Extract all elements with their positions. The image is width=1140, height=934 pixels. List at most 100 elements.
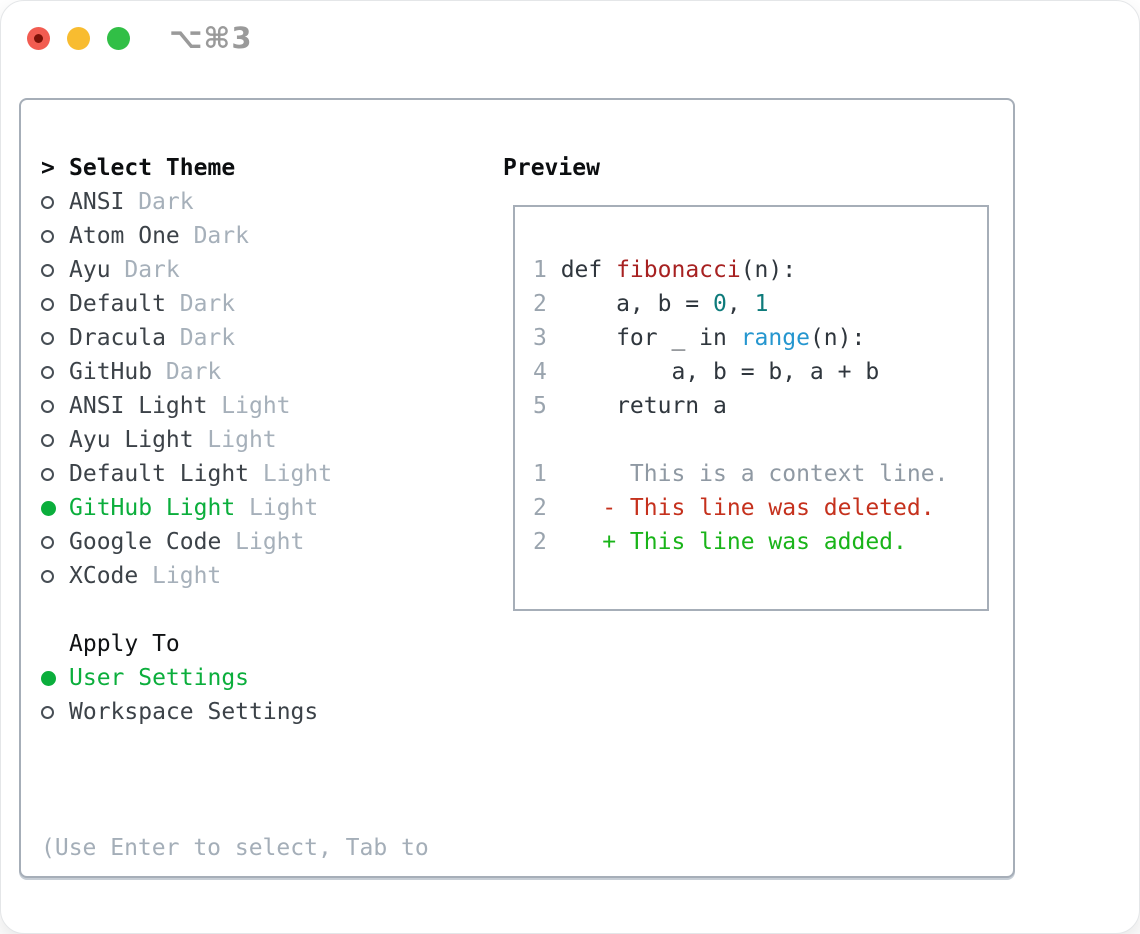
radio-unselected-icon — [41, 399, 54, 413]
item-label: GitHub Light — [69, 495, 236, 521]
apply-to-title: Apply To — [69, 631, 180, 657]
close-button[interactable] — [27, 26, 50, 50]
titlebar: ⌥⌘3 — [1, 1, 1139, 75]
item-variant-tag: Dark — [138, 189, 194, 215]
code-line: 5 return a — [533, 389, 987, 423]
select-theme-title: Select Theme — [69, 155, 236, 181]
item-label: XCode — [69, 563, 139, 589]
line-number: 2 — [533, 495, 547, 521]
radio-marker — [41, 195, 69, 209]
item-label: Default — [69, 291, 166, 317]
code-segment-code: (n): — [809, 325, 866, 351]
code-segment-code: def — [560, 257, 617, 283]
code-line — [533, 423, 987, 457]
theme-item-default[interactable]: Default Dark — [41, 287, 429, 321]
radio-unselected-icon — [41, 433, 54, 447]
code-segment-code: (n): — [740, 257, 797, 283]
radio-unselected-icon — [41, 535, 54, 549]
radio-marker — [41, 263, 69, 277]
item-variant-tag: Light — [221, 393, 291, 419]
code-segment-num: 1 — [754, 291, 769, 317]
theme-item-xcode[interactable]: XCode Light — [41, 559, 429, 593]
radio-marker — [41, 365, 69, 379]
theme-item-default-light[interactable]: Default Light Light — [41, 457, 429, 491]
minimize-button[interactable] — [67, 26, 90, 50]
code-segment-deleted: - This line was deleted. — [560, 495, 935, 521]
radio-marker — [41, 670, 69, 686]
item-variant-tag: Light — [262, 461, 333, 487]
radio-marker — [41, 705, 69, 719]
item-variant-tag: Light — [235, 529, 305, 555]
radio-marker — [41, 297, 69, 311]
radio-unselected-icon — [41, 365, 54, 379]
item-variant-tag: Light — [152, 563, 222, 589]
item-variant-tag: Dark — [165, 359, 222, 385]
radio-marker — [41, 433, 69, 447]
item-variant-tag: Dark — [179, 291, 236, 317]
theme-item-google-code[interactable]: Google Code Light — [41, 525, 429, 559]
line-number: 2 — [533, 291, 547, 317]
hint-text: (Use Enter to select, Tab to change focu… — [41, 763, 429, 933]
hint-line-1: (Use Enter to select, Tab to — [41, 835, 429, 861]
code-line: 3 for _ in range(n): — [533, 321, 987, 355]
line-number: 1 — [533, 461, 547, 487]
radio-marker — [41, 229, 69, 243]
item-variant-tag: Dark — [193, 223, 249, 249]
item-label: User Settings — [69, 665, 250, 691]
prompt-cursor-icon: > — [41, 155, 55, 181]
radio-marker — [41, 569, 69, 583]
radio-unselected-icon — [41, 331, 54, 345]
code-segment-code: a, b = — [560, 291, 714, 317]
code-segment-builtin: range — [740, 325, 810, 351]
item-label: ANSI Light — [69, 393, 208, 419]
item-label: Dracula — [69, 325, 166, 351]
line-number: 3 — [533, 325, 547, 351]
code-segment-func: fibonacci — [616, 257, 741, 283]
prompt-marker: > — [41, 155, 69, 181]
code-line: 4 a, b = b, a + b — [533, 355, 987, 389]
spacer — [41, 593, 429, 627]
item-variant-tag: Light — [207, 427, 277, 453]
line-number: 4 — [533, 359, 547, 385]
radio-unselected-icon — [41, 263, 54, 277]
apply-option-user-settings[interactable]: User Settings — [41, 661, 429, 695]
code-segment-code: return a — [560, 393, 727, 419]
theme-item-ayu-light[interactable]: Ayu Light Light — [41, 423, 429, 457]
code-line: 2 + This line was added. — [533, 525, 987, 559]
item-label: Ayu Light — [69, 427, 194, 453]
theme-item-github[interactable]: GitHub Dark — [41, 355, 429, 389]
window-shortcut-label: ⌥⌘3 — [169, 21, 253, 55]
item-label: Default Light — [69, 461, 250, 487]
item-label: GitHub — [69, 359, 153, 385]
item-label: Ayu — [69, 257, 111, 283]
code-segment-code: a, b = b, a + b — [560, 359, 880, 385]
line-number: 1 — [533, 257, 547, 283]
preview-title: Preview — [503, 155, 600, 181]
code-segment-context: This is a context line. — [560, 461, 949, 487]
theme-item-ansi-light[interactable]: ANSI Light Light — [41, 389, 429, 423]
code-segment-code: for _ in — [560, 325, 741, 351]
radio-marker — [41, 535, 69, 549]
radio-unselected-icon — [41, 705, 54, 719]
maximize-button[interactable] — [107, 26, 130, 50]
radio-marker — [41, 399, 69, 413]
line-number: 2 — [533, 529, 547, 555]
code-line: 1 def fibonacci(n): — [533, 253, 987, 287]
apply-option-workspace-settings[interactable]: Workspace Settings — [41, 695, 429, 729]
radio-marker — [41, 331, 69, 345]
select-theme-header: > Select Theme — [41, 151, 429, 185]
code-segment-code: , — [726, 291, 755, 317]
item-label: Google Code — [69, 529, 222, 555]
radio-selected-icon — [41, 500, 56, 516]
